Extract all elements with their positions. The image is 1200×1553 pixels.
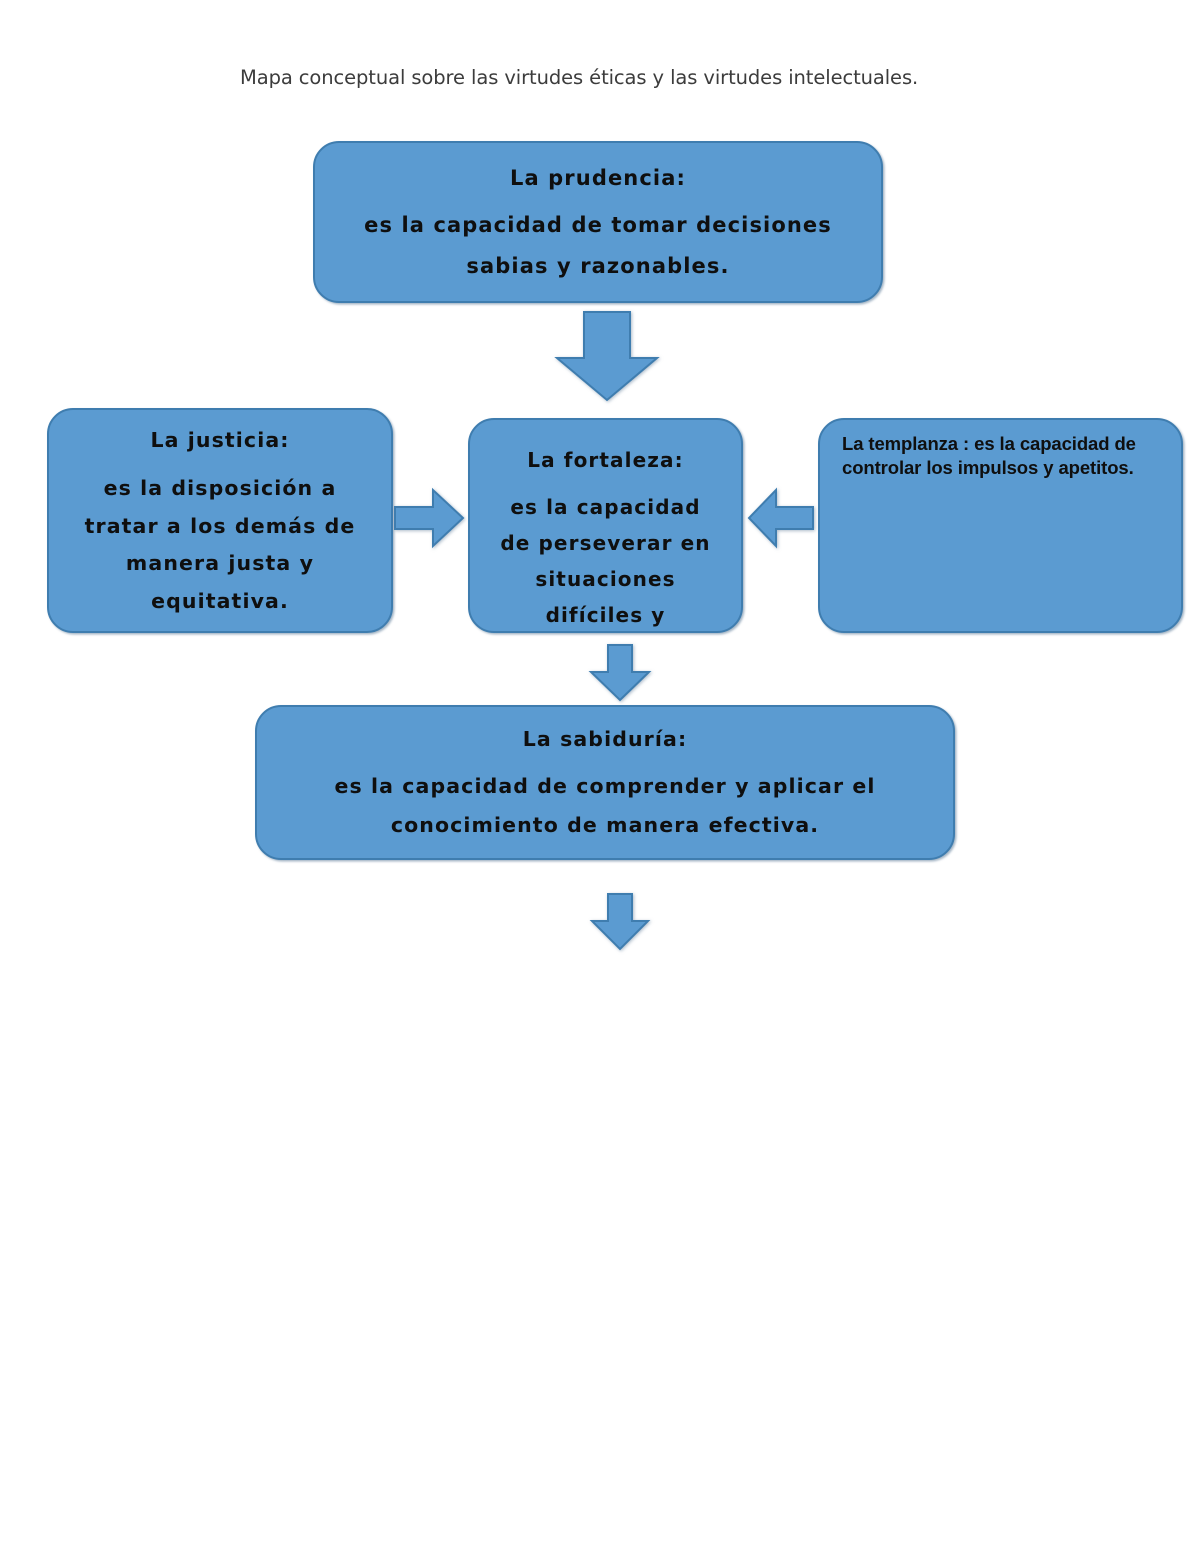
node-sabiduria-body-line-2: conocimiento de manera efectiva. xyxy=(390,813,820,838)
node-justicia-body-line-3: manera justa y xyxy=(125,551,315,576)
arrow-down-sabiduria-outgoing-icon xyxy=(589,893,651,951)
node-templanza-line-2: controlar los impulsos y apetitos. xyxy=(842,456,1134,478)
node-justicia-body-line-4: equitativa. xyxy=(151,588,289,613)
arrow-right-justicia-to-fortaleza-icon xyxy=(394,487,465,549)
node-fortaleza-body-line-2: de perseverar en xyxy=(500,531,711,555)
node-fortaleza-body-line-3: situaciones xyxy=(535,567,676,591)
node-justicia-body-line-2: tratar a los demás de xyxy=(84,513,356,538)
node-sabiduria[interactable]: La sabiduría: es la capacidad de compren… xyxy=(255,705,955,860)
node-fortaleza-body-line-4: difíciles y xyxy=(545,603,666,627)
node-justicia-title: La justicia: xyxy=(150,427,290,452)
node-justicia-body-line-1: es la disposición a xyxy=(103,476,337,501)
node-fortaleza[interactable]: La fortaleza: es la capacidad de perseve… xyxy=(468,418,743,633)
node-sabiduria-title: La sabiduría: xyxy=(522,727,688,752)
node-justicia[interactable]: La justicia: es la disposición a tratar … xyxy=(47,408,393,633)
node-templanza[interactable]: La templanza : es la capacidad de contro… xyxy=(818,418,1183,633)
arrow-left-templanza-to-fortaleza-icon xyxy=(747,487,814,549)
node-fortaleza-body-line-1: es la capacidad xyxy=(510,495,701,519)
node-fortaleza-title: La fortaleza: xyxy=(527,448,684,472)
node-prudencia[interactable]: La prudencia: es la capacidad de tomar d… xyxy=(313,141,883,303)
node-prudencia-body-line-1: es la capacidad de tomar decisiones xyxy=(364,212,832,237)
arrow-down-prudencia-to-fortaleza-icon xyxy=(554,311,660,402)
node-prudencia-body-line-2: sabias y razonables. xyxy=(466,253,730,278)
node-templanza-line-1: La templanza : es la capacidad de xyxy=(842,433,1136,454)
node-prudencia-title: La prudencia: xyxy=(510,165,686,190)
node-sabiduria-body-line-1: es la capacidad de comprender y aplicar … xyxy=(334,773,876,798)
page-title: Mapa conceptual sobre las virtudes ética… xyxy=(240,66,919,89)
arrow-down-fortaleza-to-sabiduria-icon xyxy=(588,644,652,702)
